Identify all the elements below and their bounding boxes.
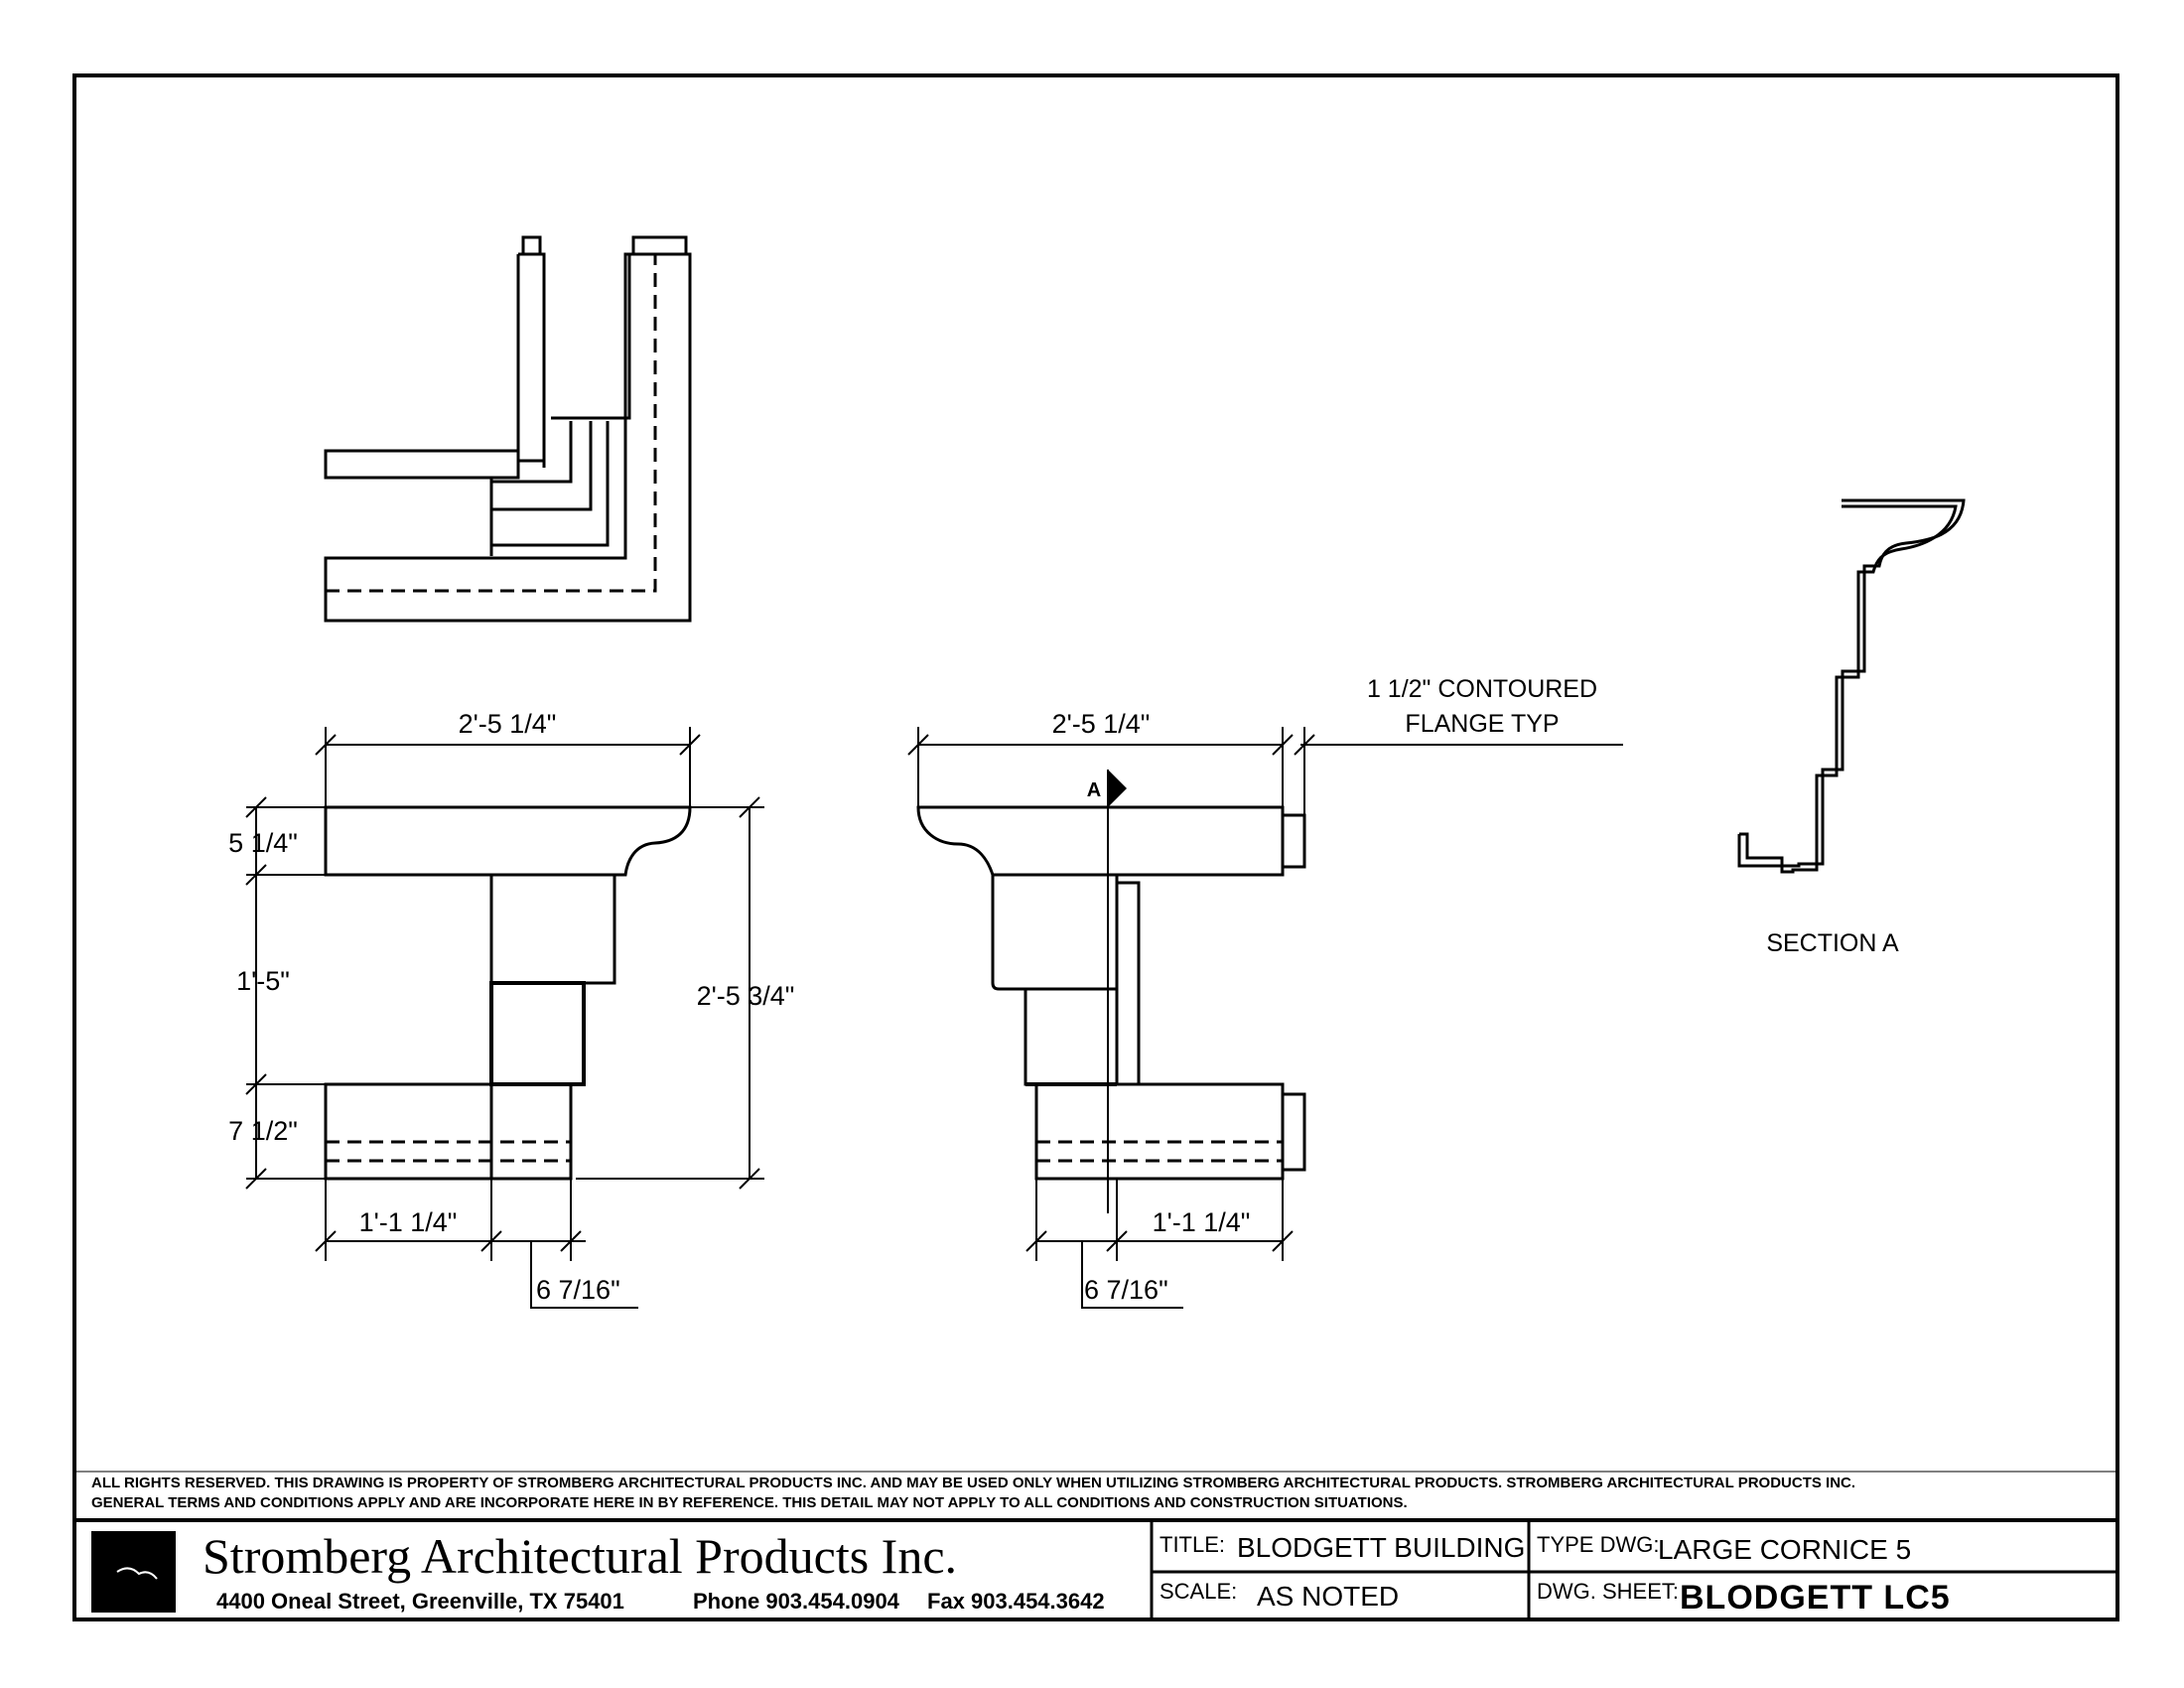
company-fax: Fax 903.454.3642 xyxy=(927,1589,1105,1614)
front-dim-base-left: 1'-1 1/4" xyxy=(359,1207,458,1237)
disclaimer-line1: ALL RIGHTS RESERVED. THIS DRAWING IS PRO… xyxy=(91,1475,1855,1491)
side-dim-base-right: 1'-1 1/4" xyxy=(1153,1207,1251,1237)
section-a-marker-flag xyxy=(1108,770,1127,807)
front-dim-base-right: 6 7/16" xyxy=(536,1275,620,1305)
company-name: Stromberg Architectural Products Inc. xyxy=(203,1528,957,1584)
section-a-label: SECTION A xyxy=(1766,929,1899,957)
plan-view xyxy=(324,235,692,623)
section-a-profile xyxy=(1739,498,1966,868)
flange-note-line1: 1 1/2" CONTOURED xyxy=(1367,675,1597,703)
front-cap-outline xyxy=(324,805,692,877)
type-value: LARGE CORNICE 5 xyxy=(1658,1534,1911,1565)
type-label: TYPE DWG: xyxy=(1537,1532,1659,1557)
scale-value: AS NOTED xyxy=(1257,1581,1399,1612)
front-dim-overall-height: 2'-5 3/4" xyxy=(697,981,795,1011)
front-dim-top-height: 5 1/4" xyxy=(228,828,298,858)
scale-label: SCALE: xyxy=(1160,1579,1237,1604)
side-cap-outline xyxy=(916,805,1285,877)
front-dim-overall-width: 2'-5 1/4" xyxy=(459,709,557,739)
company-phone: Phone 903.454.0904 xyxy=(693,1589,900,1614)
company-logo xyxy=(91,1531,176,1613)
sheet-value: BLODGETT LC5 xyxy=(1680,1579,1951,1617)
front-elevation: 2'-5 1/4" 5 1/4" 1'-5" 7 1/2" 2'-5 3/4" … xyxy=(228,709,795,1309)
disclaimer-line2: GENERAL TERMS AND CONDITIONS APPLY AND A… xyxy=(91,1494,1408,1511)
title-block xyxy=(74,1518,2117,1619)
section-a-marker-text: A xyxy=(1087,779,1101,801)
title-value: BLODGETT BUILDING xyxy=(1237,1532,1525,1563)
front-dim-middle-height: 1'-5" xyxy=(236,966,290,996)
sheet-border xyxy=(72,73,2119,1621)
side-dim-base-left: 6 7/16" xyxy=(1084,1275,1168,1305)
front-dim-bottom-height: 7 1/2" xyxy=(228,1116,298,1146)
section-a xyxy=(1737,498,1966,874)
company-address: 4400 Oneal Street, Greenville, TX 75401 xyxy=(216,1589,624,1614)
side-elevation: A 2'-5 1/4" 1'-1 1/4" 6 7/16" 1 1/2" CON… xyxy=(907,675,1623,1309)
flange-note-line2: FLANGE TYP xyxy=(1405,710,1559,738)
sheet-label: DWG. SHEET: xyxy=(1537,1579,1679,1604)
side-dim-overall-width: 2'-5 1/4" xyxy=(1052,709,1151,739)
title-label: TITLE: xyxy=(1160,1532,1225,1557)
